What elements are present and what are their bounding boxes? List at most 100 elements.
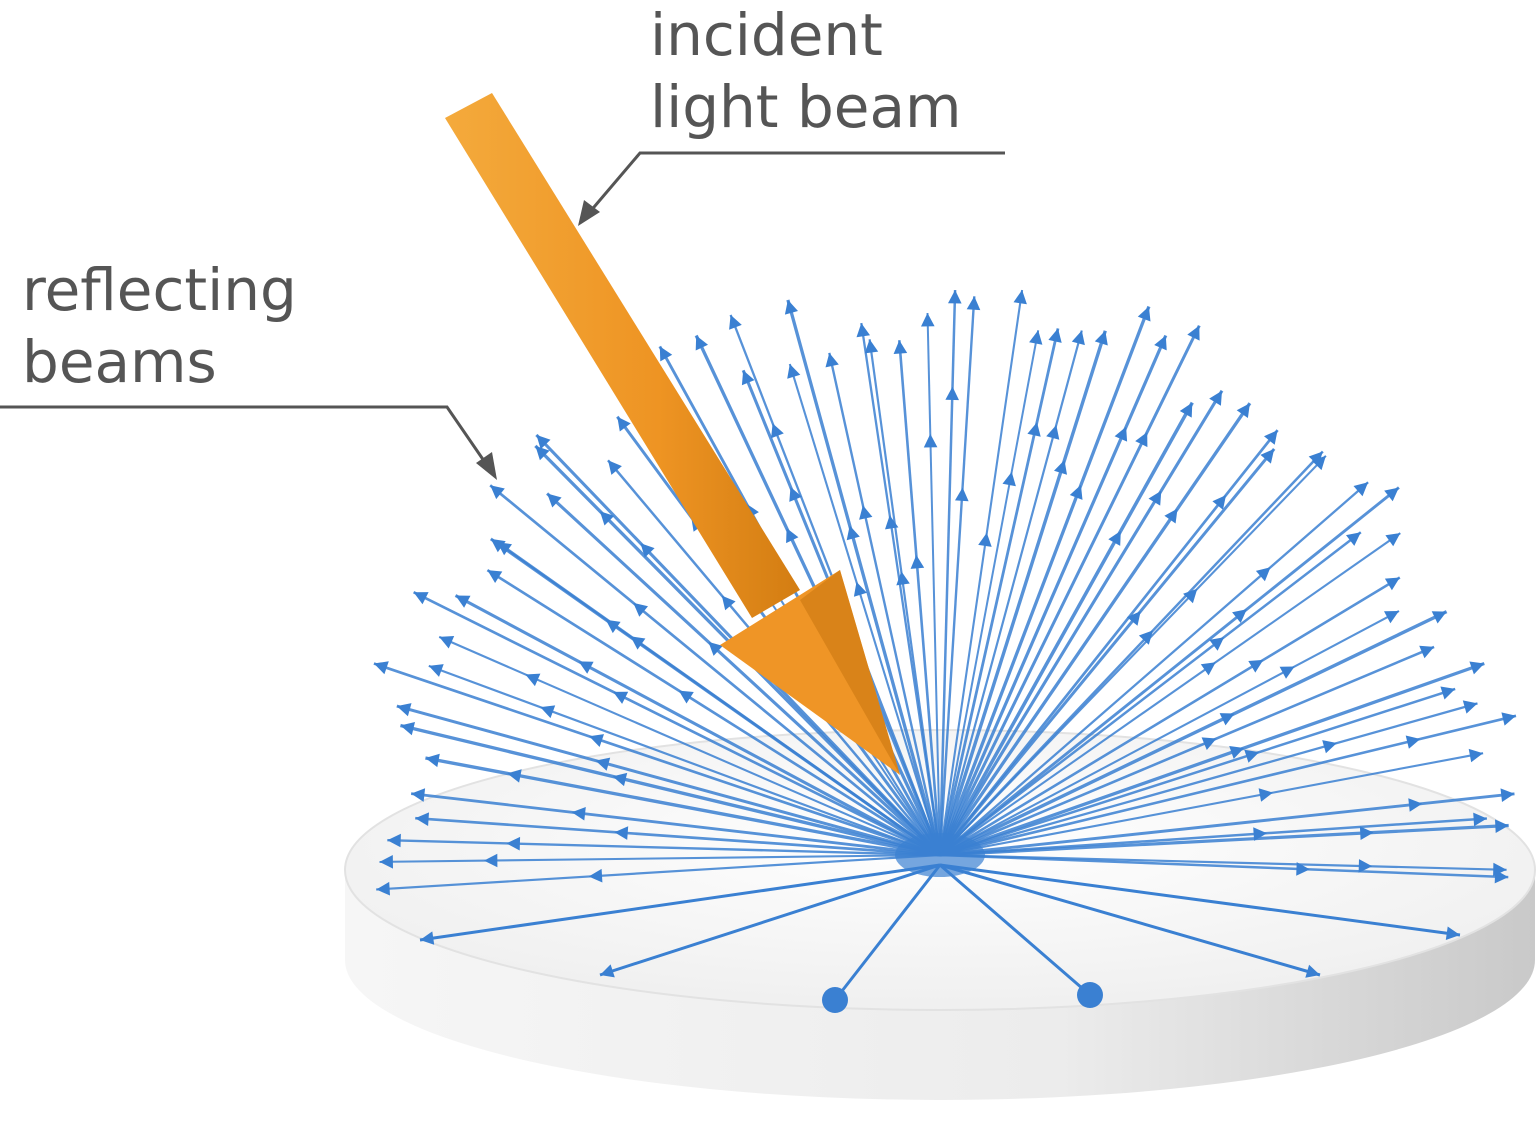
reflected-beam-arrowhead — [659, 346, 673, 362]
reflected-beam-arrowhead — [608, 460, 622, 475]
reflected-beam — [373, 662, 941, 857]
reflected-beam-arrowhead — [1358, 859, 1373, 873]
reflected-beam-arrowhead — [379, 855, 393, 869]
reflected-beam-arrowhead — [490, 485, 505, 500]
reflected-beam-arrowhead — [1236, 403, 1250, 418]
reflected-beam-arrowhead — [640, 543, 655, 558]
reflected-beam-arrowhead — [1183, 588, 1198, 604]
reflected-beam — [938, 447, 1276, 856]
reflected-beam-arrowhead — [1359, 826, 1374, 840]
reflected-beam — [938, 401, 1194, 856]
reflected-beam — [938, 296, 976, 856]
reflected-beam-arrowhead — [490, 538, 506, 553]
reflected-beam-arrowhead — [400, 722, 415, 736]
reflected-beam-arrowhead — [1138, 630, 1153, 645]
reflected-beam — [546, 492, 942, 857]
reflected-beam-arrowhead — [484, 853, 498, 868]
reflected-beam-arrowhead — [1494, 869, 1509, 884]
reflected-beam-arrowhead — [1054, 460, 1067, 475]
reflected-beam-arrowhead — [595, 757, 611, 771]
reflected-beam-arrowhead — [846, 525, 860, 541]
surface-beam — [833, 864, 942, 1001]
reflected-beam-arrowhead — [1135, 432, 1148, 448]
reflected-beam-arrowhead — [729, 314, 742, 330]
reflected-beam-arrowhead — [1114, 426, 1128, 442]
reflected-beam-arrowhead — [1244, 749, 1260, 763]
reflected-beam-arrowhead — [578, 661, 594, 674]
reflected-beam-arrowhead — [1279, 666, 1295, 679]
incident-beam-shaft — [445, 93, 800, 618]
reflected-beam-arrowhead — [589, 734, 604, 747]
reflected-beam — [489, 484, 941, 857]
reflected-beam — [938, 389, 1224, 856]
reflecting-surface — [344, 729, 1536, 1100]
reflected-beam — [415, 816, 941, 857]
reflected-beam — [938, 330, 1083, 856]
reflected-beam-arrowhead — [1264, 430, 1278, 445]
reflected-beam-arrowhead — [599, 511, 615, 526]
reflected-beam — [938, 289, 957, 856]
reflected-beam — [939, 687, 1456, 857]
reflected-beam — [939, 752, 1484, 857]
reflected-beam-arrowhead — [1500, 788, 1515, 802]
reflected-beam-arrowhead — [1212, 495, 1226, 510]
reflected-beam-arrowhead — [387, 833, 401, 848]
reflected-beam-arrowhead — [1094, 330, 1108, 346]
surface-beam — [599, 863, 941, 977]
surface-beam — [939, 863, 1321, 977]
reflected-beam-arrowhead — [1048, 328, 1062, 343]
reflected-beam-arrowhead — [1473, 812, 1487, 827]
reflected-beam-arrowhead — [1148, 490, 1162, 506]
reflected-beam-arrowhead — [1501, 712, 1516, 726]
surface-beam — [939, 863, 1461, 937]
reflecting-leader-arrowhead — [476, 452, 497, 480]
reflected-beam-arrowhead — [859, 505, 873, 520]
reflected-beam — [412, 590, 941, 857]
incident-leader — [578, 151, 1005, 226]
reflected-beam-arrowhead — [540, 705, 556, 719]
reflected-beam-arrowhead — [1419, 645, 1435, 659]
incident-beam — [445, 93, 900, 775]
reflected-beam-arrowhead — [588, 868, 603, 883]
reflected-beam-arrowhead — [864, 339, 879, 354]
reflected-beam-arrowhead — [1154, 335, 1167, 351]
reflected-beam-arrowhead — [487, 570, 503, 583]
reflected-beam-arrowhead — [1322, 740, 1337, 754]
reflected-beam-arrowhead — [1229, 746, 1245, 759]
incident-leader-arrowhead — [578, 200, 600, 226]
reflected-beam-arrowhead — [1405, 735, 1421, 749]
reflected-beam — [379, 853, 941, 863]
reflected-beam-arrowhead — [784, 299, 798, 315]
reflected-beam-arrowhead — [955, 487, 969, 502]
reflected-beam-arrowhead — [425, 753, 440, 768]
reflected-beam-arrowhead — [376, 881, 390, 896]
reflected-beam-arrowhead — [1027, 422, 1041, 437]
reflected-beam-arrowhead — [1232, 609, 1247, 623]
reflected-beam-arrowhead — [1258, 788, 1273, 802]
reflected-beam-arrowhead — [1201, 737, 1217, 750]
reflected-beam-arrowhead — [853, 581, 867, 597]
reflecting-label-line2: beams — [22, 328, 217, 396]
reflected-beam-arrowhead — [1046, 425, 1060, 440]
incident-leader-line — [581, 151, 1005, 221]
reflected-beam — [939, 823, 1509, 857]
reflected-beam — [939, 576, 1401, 857]
reflected-beam-arrowhead — [695, 335, 708, 351]
reflected-beam — [938, 334, 1168, 856]
reflected-beam — [396, 704, 941, 857]
reflected-beam-arrowhead — [535, 445, 550, 461]
reflected-beam-arrowhead — [1179, 402, 1193, 418]
reflected-beam-arrowhead — [1384, 487, 1399, 502]
reflected-beam-arrowhead — [547, 493, 562, 508]
reflected-beam-arrowhead — [1445, 926, 1460, 940]
reflected-beam-arrowhead — [630, 636, 646, 650]
reflected-beam-arrowhead — [966, 296, 981, 311]
surface-beam-dot — [1077, 982, 1103, 1008]
reflected-beam-arrowhead — [633, 602, 648, 617]
reflected-beam — [939, 486, 1400, 857]
reflecting-leader-line — [0, 405, 495, 475]
reflected-beam — [387, 839, 941, 857]
reflected-beam — [428, 664, 941, 857]
reflected-beam — [438, 635, 941, 856]
